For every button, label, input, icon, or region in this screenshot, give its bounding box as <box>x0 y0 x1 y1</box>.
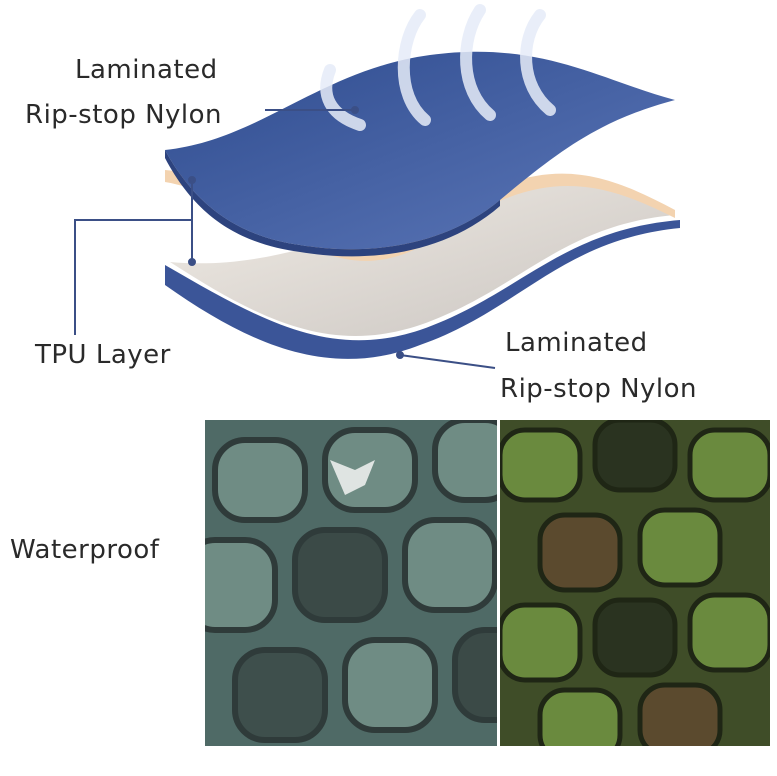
layer-diagram <box>74 4 680 369</box>
gray-camo-mat-photo <box>205 420 497 746</box>
bottom-fabric-surface <box>170 175 675 336</box>
green-camo-mat-photo <box>500 420 770 746</box>
bottom-label-line1: Laminated <box>505 328 648 358</box>
bottom-label-line2: Rip-stop Nylon <box>500 374 698 404</box>
tpu-label-pointer <box>74 219 192 335</box>
waterproof-label: Waterproof <box>10 535 160 565</box>
bottom-nylon-layer <box>165 220 680 359</box>
top-label-line1: Laminated <box>75 55 218 85</box>
bottom-label-pointer <box>399 354 496 369</box>
breathable-arrows-icon <box>320 4 556 131</box>
top-label-line2: Rip-stop Nylon <box>25 100 223 130</box>
tpu-label: TPU Layer <box>35 340 171 370</box>
